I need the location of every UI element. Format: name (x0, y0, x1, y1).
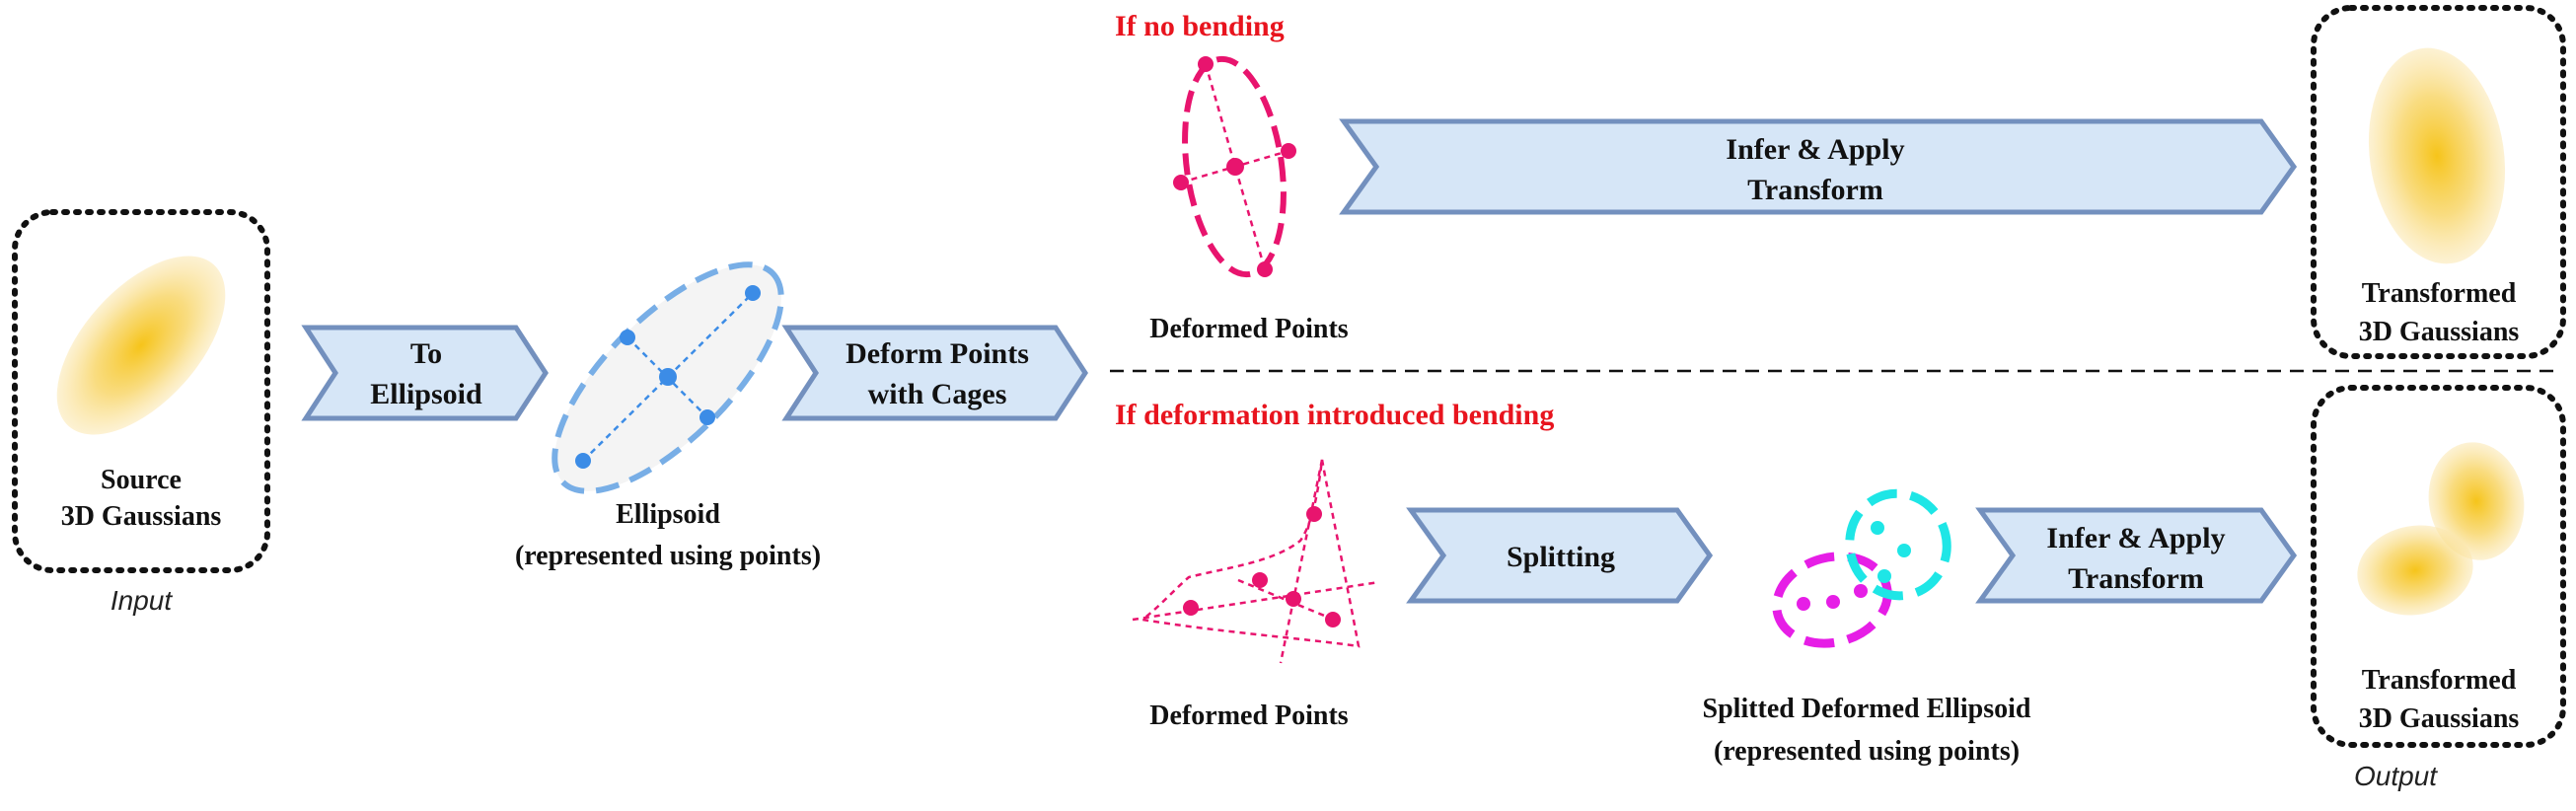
to-ellipsoid-arrow (301, 325, 549, 421)
bottom-output-gaussian-icon-upper (2428, 442, 2525, 560)
deform-arrow (781, 325, 1088, 421)
top-apply-label-line2: Transform (1747, 174, 1883, 206)
splitting-label: Splitting (1507, 541, 1615, 573)
top-points-label: Deformed Points (1149, 314, 1349, 344)
ellipsoid-icon (552, 261, 784, 494)
bottom-apply-label-line1: Infer & Apply (2046, 522, 2225, 554)
output-caption: Output (2354, 761, 2438, 791)
top-deformed-points-icon (1173, 55, 1296, 278)
to-ellipsoid-label-line2: Ellipsoid (370, 378, 482, 410)
split-result-label-line1: Splitted Deformed Ellipsoid (1703, 694, 2031, 724)
top-apply-arrow (1339, 118, 2298, 215)
source-gaussian-icon (56, 256, 226, 435)
input-caption: Input (110, 585, 173, 616)
bottom-output-label-line1: Transformed (2362, 665, 2517, 696)
ellipsoid-caption-line2: (represented using points) (515, 541, 821, 571)
split-result-label-line2: (represented using points) (1714, 736, 2020, 767)
top-condition-label: If no bending (1115, 10, 1285, 42)
bottom-apply-arrow (1975, 507, 2298, 604)
deform-label-line2: with Cages (868, 378, 1007, 410)
top-output-label-line2: 3D Gaussians (2359, 317, 2520, 347)
bottom-points-label: Deformed Points (1149, 700, 1349, 731)
bottom-deformed-points-icon (1132, 459, 1380, 664)
top-output-gaussian-icon (2368, 47, 2506, 264)
top-output-label-line1: Transformed (2362, 278, 2517, 309)
bottom-output-gaussian-icon-lower (2357, 525, 2473, 616)
top-apply-label-line1: Infer & Apply (1726, 133, 1904, 166)
split-ellipsoid-icon (1772, 488, 1951, 648)
to-ellipsoid-label-line1: To (410, 337, 442, 370)
deform-label-line1: Deform Points (846, 337, 1029, 370)
input-title-line2: 3D Gaussians (61, 501, 222, 532)
input-title-line1: Source (101, 465, 182, 495)
splitting-arrow (1406, 507, 1714, 604)
bottom-condition-label: If deformation introduced bending (1115, 399, 1554, 431)
bottom-apply-label-line2: Transform (2068, 562, 2204, 595)
ellipsoid-caption-line1: Ellipsoid (616, 499, 720, 530)
bottom-output-label-line2: 3D Gaussians (2359, 703, 2520, 734)
